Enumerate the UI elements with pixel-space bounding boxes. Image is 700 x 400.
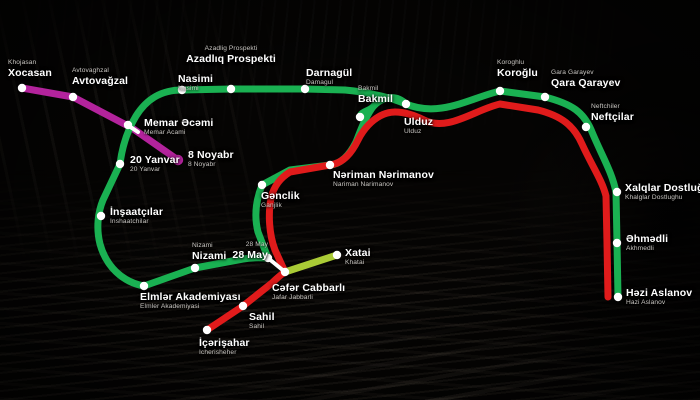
station-dot-sahil[interactable] bbox=[238, 301, 248, 311]
station-dot-nasimi[interactable] bbox=[177, 85, 187, 95]
station-dot-ulduz[interactable] bbox=[401, 99, 411, 109]
station-dot-xocasan[interactable] bbox=[17, 83, 27, 93]
station-dot-28may[interactable] bbox=[263, 253, 273, 263]
line-green-path bbox=[178, 85, 622, 301]
station-dot-xatai[interactable] bbox=[332, 250, 342, 260]
station-dot-elmler[interactable] bbox=[139, 281, 149, 291]
station-dot-xalqlar[interactable] bbox=[612, 187, 622, 197]
station-dot-memar[interactable] bbox=[123, 120, 133, 130]
station-dot-darnagul[interactable] bbox=[300, 84, 310, 94]
line-purple-path bbox=[18, 84, 182, 164]
station-dot-neftciler[interactable] bbox=[581, 122, 591, 132]
station-dot-8noyabr[interactable] bbox=[172, 154, 184, 166]
station-dot-nizami[interactable] bbox=[190, 263, 200, 273]
station-dot-hazi[interactable] bbox=[613, 292, 623, 302]
station-dot-narimanov[interactable] bbox=[325, 160, 335, 170]
line-olive-path bbox=[281, 251, 341, 276]
station-label-xalqlar[interactable]: Xalqlar DostluğuKhalglar Dostlughu bbox=[625, 182, 700, 201]
station-dot-bakmil[interactable] bbox=[355, 112, 365, 122]
station-dot-insaatcilar[interactable] bbox=[96, 211, 106, 221]
station-dot-azadliq[interactable] bbox=[226, 84, 236, 94]
line-red-path bbox=[203, 100, 612, 334]
station-dot-ahmadli[interactable] bbox=[612, 238, 622, 248]
station-dot-qaraqarayev[interactable] bbox=[540, 92, 550, 102]
station-dots bbox=[17, 83, 623, 335]
station-dot-genclik[interactable] bbox=[257, 180, 267, 190]
station-dot-avtovagzal[interactable] bbox=[68, 92, 78, 102]
station-dot-icerisehar[interactable] bbox=[202, 325, 212, 335]
station-dot-cafar[interactable] bbox=[280, 267, 290, 277]
station-dot-20yanvar[interactable] bbox=[115, 159, 125, 169]
station-dot-koroglu[interactable] bbox=[495, 86, 505, 96]
